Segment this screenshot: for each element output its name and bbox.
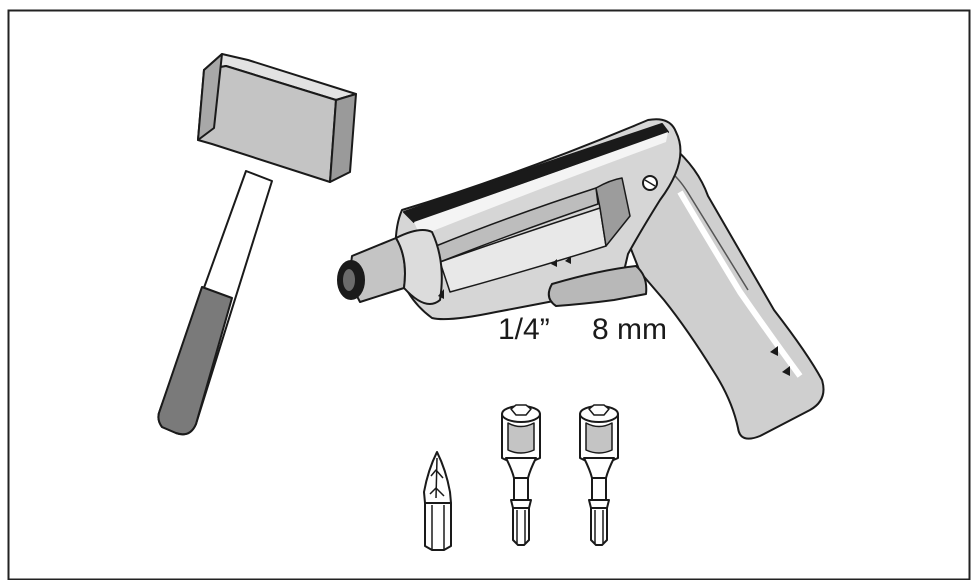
nut-driver-bit-icon [579,404,619,546]
size-label-mm: 8 mm [592,313,667,346]
size-label-inch: 1/4” [498,313,550,346]
cordless-screwdriver-icon [337,118,825,440]
hammer-icon [157,53,357,436]
phillips-bit-icon [423,451,452,551]
nut-driver-bit-icon [501,404,541,546]
